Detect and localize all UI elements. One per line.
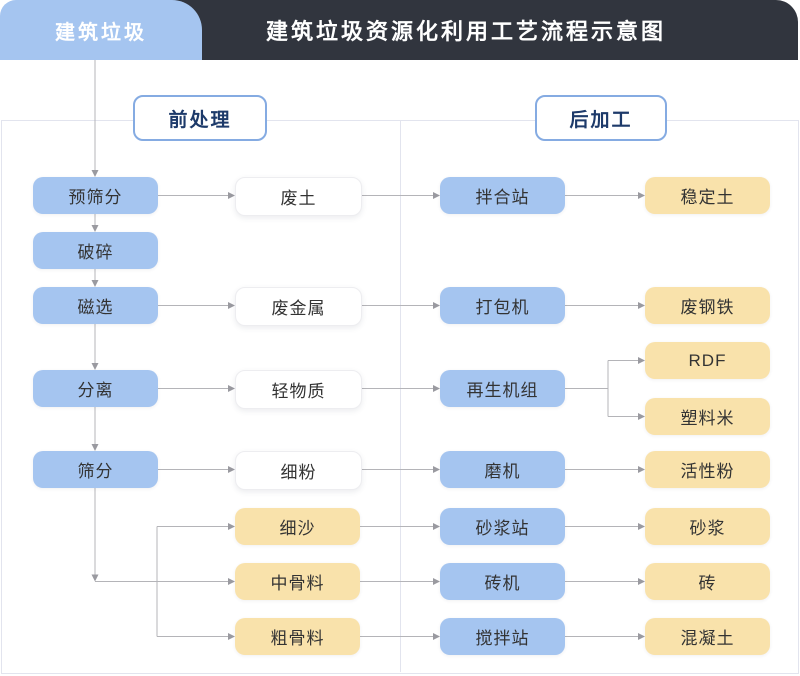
node-regeneration-unit: 再生机组 (440, 370, 565, 407)
source-tab: 建筑垃圾 (0, 0, 202, 60)
node-mortar-station: 砂浆站 (440, 508, 565, 545)
node-scrap-steel: 废钢铁 (645, 287, 770, 324)
node-mill: 磨机 (440, 451, 565, 488)
node-fine-powder: 细粉 (235, 451, 362, 490)
panel-divider (400, 120, 401, 672)
node-baler: 打包机 (440, 287, 565, 324)
section-header-pretreatment: 前处理 (133, 95, 267, 141)
node-active-powder: 活性粉 (645, 451, 770, 488)
node-concrete: 混凝土 (645, 618, 770, 655)
node-medium-aggregate: 中骨料 (235, 563, 360, 600)
node-mixing-plant: 拌合站 (440, 177, 565, 214)
node-brick-machine: 砖机 (440, 563, 565, 600)
node-waste-metal: 废金属 (235, 287, 362, 326)
node-light-material: 轻物质 (235, 370, 362, 409)
node-fine-sand: 细沙 (235, 508, 360, 545)
node-screening: 筛分 (33, 451, 158, 488)
node-separation: 分离 (33, 370, 158, 407)
node-waste-soil: 废土 (235, 177, 362, 216)
node-mortar: 砂浆 (645, 508, 770, 545)
node-magnetic-separation: 磁选 (33, 287, 158, 324)
node-stabilized-soil: 稳定土 (645, 177, 770, 214)
source-tab-label: 建筑垃圾 (55, 21, 147, 44)
node-rdf: RDF (645, 342, 770, 379)
page-title: 建筑垃圾资源化利用工艺流程示意图 (265, 19, 666, 44)
node-concrete-station: 搅拌站 (440, 618, 565, 655)
node-brick: 砖 (645, 563, 770, 600)
node-plastic-pellets: 塑料米 (645, 398, 770, 435)
node-coarse-aggregate: 粗骨料 (235, 618, 360, 655)
section-header-pretreatment-label: 前处理 (168, 109, 232, 131)
section-header-postprocessing: 后加工 (535, 95, 667, 141)
node-pre-screening: 预筛分 (33, 177, 158, 214)
node-crushing: 破碎 (33, 232, 158, 269)
section-header-postprocessing-label: 后加工 (569, 109, 633, 131)
